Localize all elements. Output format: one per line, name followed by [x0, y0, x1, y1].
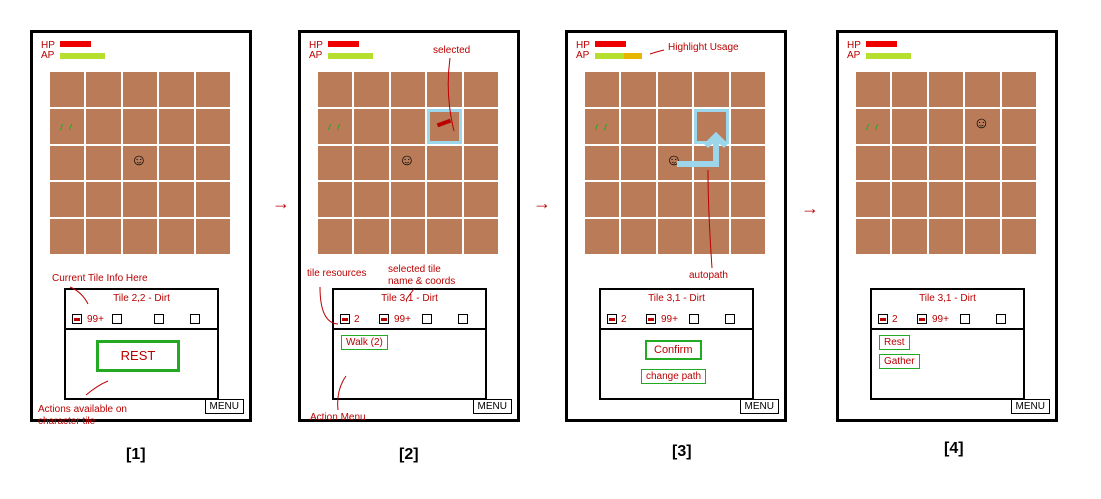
selected-tile[interactable]: [427, 108, 462, 144]
flow-arrow: →: [272, 193, 290, 213]
hp-bar: [866, 41, 897, 47]
resource-icon: [379, 314, 389, 324]
hp-bar: [60, 41, 91, 47]
note-highlight-usage: Highlight Usage: [668, 42, 739, 53]
flow-arrow: →: [533, 193, 551, 213]
tile-title: Tile 3,1 - Dirt: [648, 293, 705, 304]
tile-info-panel: Tile 2,2 - Dirt 99+ REST: [64, 288, 219, 400]
screen-2: HP AP ☺ Tile 3,1 - Dirt 2 99+ Walk (2) M…: [298, 30, 520, 422]
resource-count: 99+: [394, 314, 411, 325]
ap-bar: [328, 53, 373, 59]
resource-slot: [112, 314, 122, 324]
note-tile-resources: tile resources: [307, 268, 367, 279]
rest-button[interactable]: Rest: [879, 335, 910, 350]
resource-slot: [960, 314, 970, 324]
step-label: [1]: [126, 446, 146, 463]
menu-button[interactable]: MENU: [472, 399, 512, 414]
flow-arrow: →: [801, 198, 819, 218]
resource-count: 2: [621, 314, 627, 325]
resource-slot: [996, 314, 1006, 324]
wood-icon: [340, 314, 350, 324]
gather-button[interactable]: Gather: [879, 354, 920, 369]
tile-resources: 2 99+: [872, 312, 1023, 330]
resource-slot: [190, 314, 200, 324]
note-action-menu: Action Menu: [310, 412, 366, 423]
ap-bar: [866, 53, 911, 59]
autopath-arrow: [677, 131, 729, 167]
resource-icon: [72, 314, 82, 324]
hp-label: HP: [576, 40, 590, 51]
menu-button[interactable]: MENU: [1010, 399, 1050, 414]
tile-grid[interactable]: ☺: [318, 72, 498, 254]
tile-title: Tile 3,1 - Dirt: [381, 293, 438, 304]
tile-grid[interactable]: ☺: [856, 72, 1036, 254]
character-icon: ☺: [398, 151, 416, 169]
tile-info-panel: Tile 3,1 - Dirt 2 99+ Confirm change pat…: [599, 288, 754, 400]
wood-icon: [607, 314, 617, 324]
hp-label: HP: [309, 40, 323, 51]
note-selected-tile: selected tile name & coords: [388, 264, 456, 287]
resource-count: 99+: [661, 314, 678, 325]
screen-3: HP AP ☺ Tile 3,1 - Dirt 2 99+ Confirm ch…: [565, 30, 787, 422]
rest-button[interactable]: REST: [96, 340, 180, 372]
tile-grid[interactable]: ☺: [50, 72, 230, 254]
wood-icon: [878, 314, 888, 324]
ap-bar: [60, 53, 105, 59]
menu-button[interactable]: MENU: [204, 399, 244, 414]
menu-button[interactable]: MENU: [739, 399, 779, 414]
walk-button[interactable]: Walk (2): [341, 335, 388, 350]
character-icon: ☺: [973, 114, 990, 132]
confirm-button[interactable]: Confirm: [645, 340, 702, 360]
note-actions: Actions available on character tile: [38, 404, 127, 427]
tile-grid[interactable]: ☺: [585, 72, 765, 254]
note-current-tile: Current Tile Info Here: [52, 273, 148, 284]
resource-icon: [917, 314, 927, 324]
screen-4: HP AP ☺ Tile 3,1 - Dirt 2 99+ Rest Gathe…: [836, 30, 1058, 422]
ap-label: AP: [847, 50, 861, 61]
ap-label: AP: [309, 50, 323, 61]
resource-count: 99+: [932, 314, 949, 325]
hp-label: HP: [41, 40, 55, 51]
tile-title: Tile 3,1 - Dirt: [919, 293, 976, 304]
step-label: [4]: [944, 440, 964, 457]
resource-slot: [154, 314, 164, 324]
resource-count: 99+: [87, 314, 104, 325]
step-label: [2]: [399, 446, 419, 463]
note-autopath: autopath: [689, 270, 728, 281]
tile-info-panel: Tile 3,1 - Dirt 2 99+ Rest Gather: [870, 288, 1025, 400]
ap-bar: [595, 53, 640, 59]
hp-bar: [595, 41, 626, 47]
resource-count: 2: [354, 314, 360, 325]
resource-icon: [646, 314, 656, 324]
note-selected: selected: [433, 45, 471, 56]
ap-label: AP: [576, 50, 590, 61]
character-icon: ☺: [130, 151, 148, 169]
resource-slot: [689, 314, 699, 324]
tile-title: Tile 2,2 - Dirt: [113, 293, 170, 304]
ap-usage-highlight: [624, 53, 642, 59]
hp-label: HP: [847, 40, 861, 51]
resource-count: 2: [892, 314, 898, 325]
ap-label: AP: [41, 50, 55, 61]
hp-bar: [328, 41, 359, 47]
change-path-button[interactable]: change path: [641, 369, 707, 384]
resource-slot: [458, 314, 468, 324]
tile-resources: 2 99+: [601, 312, 752, 330]
screen-1: HP AP ☺ Tile 2,2 - Dirt 99+ REST MENU: [30, 30, 252, 422]
resource-slot: [725, 314, 735, 324]
resource-slot: [422, 314, 432, 324]
tile-info-panel: Tile 3,1 - Dirt 2 99+ Walk (2): [332, 288, 487, 400]
tile-resources: 99+: [66, 312, 217, 330]
step-label: [3]: [672, 443, 692, 460]
tile-resources: 2 99+: [334, 312, 485, 330]
